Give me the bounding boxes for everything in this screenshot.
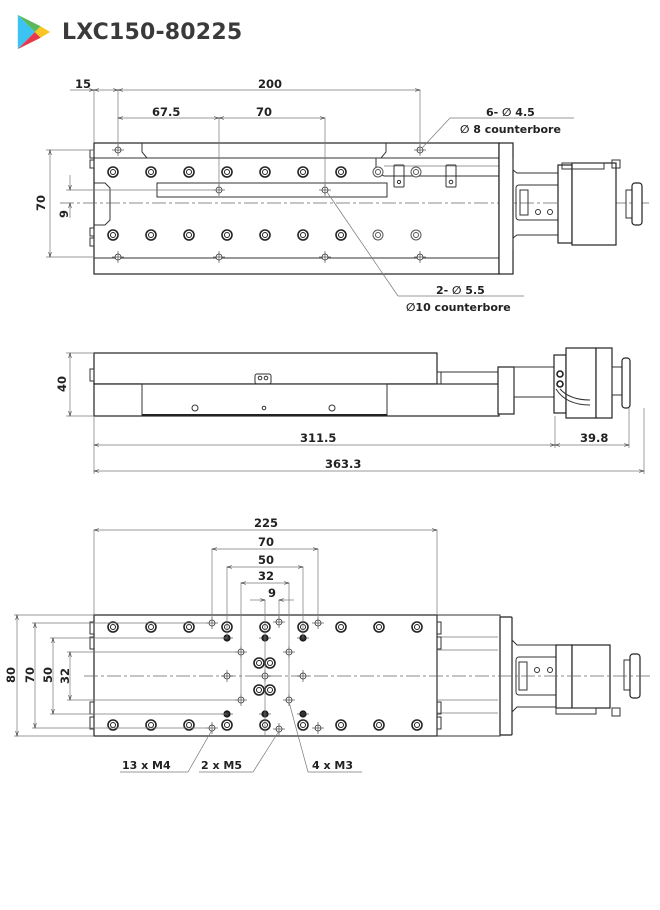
dim-label: 311.5 [300,431,336,445]
dim-label: 9 [268,586,276,600]
dim-label: 9 [57,210,71,218]
dim-label: 70 [34,195,48,211]
dim-15-200: 15 200 [70,77,420,150]
dim-40-vertical: 40 [55,353,94,416]
side-view: 40 311.5 39.8 363.3 [55,347,644,474]
product-title: LXC150-80225 [62,19,243,45]
dim-67-70: 67.5 70 [118,105,325,190]
callout-label: 2- ∅ 5.5 [436,284,485,297]
callout-counterbore-4-5: 6- ∅ 4.5 ∅ 8 counterbore [421,106,574,149]
dim-label: 50 [41,667,55,683]
stage-body-outline [93,142,500,275]
dim-label: 32 [58,668,72,684]
dim-label: 70 [258,535,274,549]
bottom-callouts: 13 x M4 2 x M5 4 x M3 [120,701,362,773]
dim-label: 40 [55,376,69,392]
dim-label: 70 [23,667,37,683]
callout-label: 2 x M5 [201,759,242,772]
top-view: 15 200 67.5 70 70 9 6- ∅ 4.5 [34,77,650,314]
dim-label: 50 [258,553,274,567]
dim-9-vertical: 9 [57,175,219,218]
dim-label: 32 [258,569,274,583]
dim-horizontal-spans: 225 70 50 32 9 [94,516,437,735]
callout-counterbore-5-5: 2- ∅ 5.5 ∅10 counterbore [326,191,524,314]
dim-label: 225 [254,516,278,530]
dim-label: 80 [4,667,18,683]
dim-70-vertical: 70 [34,150,94,257]
play-store-icon [17,14,51,50]
dim-label: 39.8 [580,431,608,445]
dim-label: 15 [75,77,91,91]
callout-label: ∅10 counterbore [406,301,511,314]
bottom-row-holes [107,229,422,241]
callout-label: 4 x M3 [312,759,353,772]
dim-lengths: 311.5 39.8 363.3 [94,408,644,474]
dim-vertical-spans: 80 70 50 32 [4,615,241,736]
dim-label: 363.3 [325,457,361,471]
dim-label: 70 [256,105,272,119]
callout-label: 13 x M4 [122,759,171,772]
callout-label: ∅ 8 counterbore [460,123,561,136]
header: LXC150-80225 [14,14,242,50]
dim-label: 200 [258,77,282,91]
top-row-holes [107,166,422,178]
callout-label: 6- ∅ 4.5 [486,106,535,119]
bottom-view: 225 70 50 32 9 80 [4,516,650,773]
dim-label: 67.5 [152,105,180,119]
